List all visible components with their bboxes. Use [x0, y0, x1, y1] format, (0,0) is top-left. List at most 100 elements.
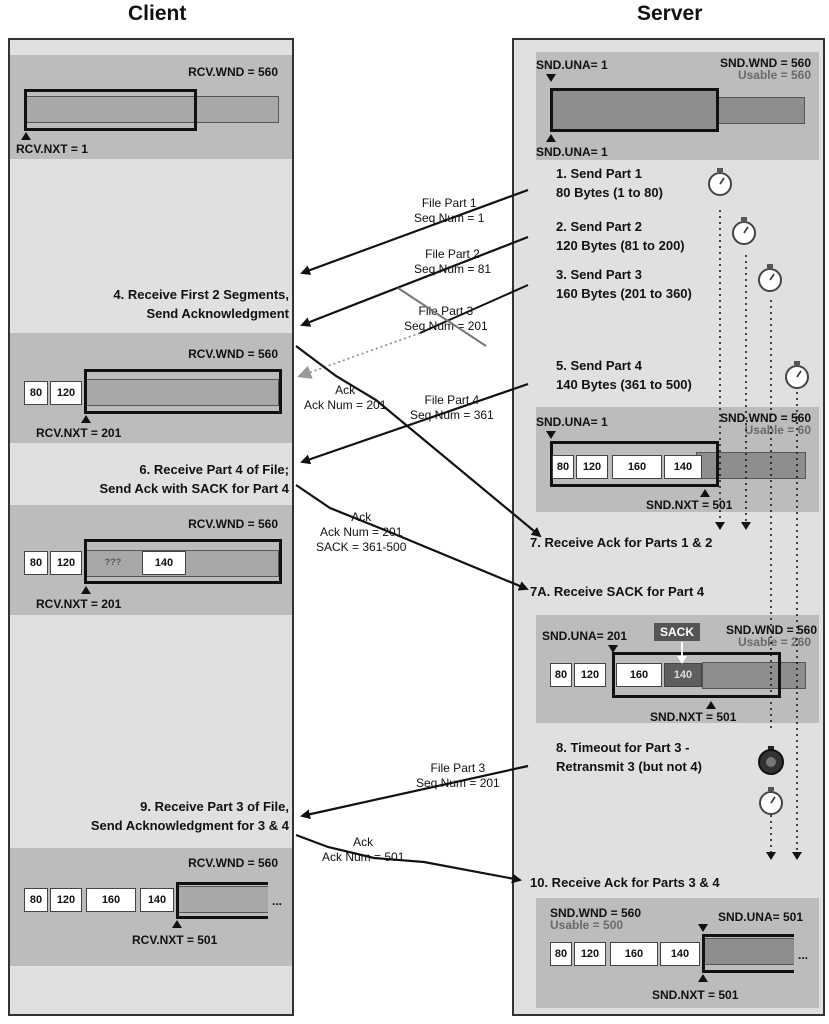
rcv-wnd-label: RCV.WND = 560 — [188, 347, 278, 361]
snd-wnd-label: SND.WND = 560 — [550, 906, 642, 920]
client-step-9: 9. Receive Part 3 of File, Send Acknowle… — [90, 799, 289, 833]
arrow-ack-sack — [295, 484, 529, 591]
segment-cell: 140 — [142, 551, 186, 575]
snd-una-label: SND.UNA= 1 — [536, 58, 608, 72]
receive-window-frame — [24, 89, 197, 131]
message-file-part-3-retransmit: File Part 3 Seq Num = 201 — [416, 761, 500, 790]
server-step-5: 5. Send Part 4 140 Bytes (361 to 500) — [556, 358, 692, 392]
usable-label: Usable = 560 — [737, 68, 811, 82]
client-step-4: 4. Receive First 2 Segments, Send Acknow… — [113, 287, 289, 321]
rcv-nxt-label: RCV.NXT = 201 — [36, 597, 122, 611]
snd-nxt-label: SND.NXT = 501 — [646, 498, 733, 512]
rcv-nxt-pointer — [21, 132, 31, 140]
rcv-wnd-label: RCV.WND = 560 — [188, 65, 278, 79]
arrow-part-4 — [300, 382, 529, 465]
rcv-nxt-label: RCV.NXT = 201 — [36, 426, 122, 440]
segment-cell: 80 — [24, 381, 48, 405]
message-file-part-1: File Part 1 Seq Num = 1 — [414, 196, 485, 225]
arrow-part-1 — [300, 188, 529, 275]
segment-cell: 80 — [550, 942, 572, 966]
snd-nxt-pointer — [700, 489, 710, 497]
ellipsis: ... — [272, 894, 283, 908]
rcv-wnd-label: RCV.WND = 560 — [188, 517, 278, 531]
server-step-10: 10. Receive Ack for Parts 3 & 4 — [530, 875, 720, 890]
segment-cell: 80 — [24, 551, 48, 575]
segment-cell: 120 — [574, 663, 606, 687]
snd-nxt-pointer — [698, 974, 708, 982]
receive-window-frame-top — [176, 882, 268, 885]
rcv-nxt-label: RCV.NXT = 501 — [132, 933, 218, 947]
snd-nxt-label: SND.NXT = 501 — [650, 710, 737, 724]
snd-una-pointer — [698, 924, 708, 932]
client-header: Client — [128, 2, 187, 25]
server-header: Server — [637, 2, 703, 25]
server-window-panel-2: SND.UNA= 1 SND.WND = 560 Usable = 60 80 … — [536, 407, 819, 512]
send-buffer-bar — [696, 452, 806, 479]
server-step-1: 1. Send Part 1 80 Bytes (1 to 80) — [556, 166, 663, 200]
rcv-nxt-pointer — [172, 920, 182, 928]
client-step-6: 6. Receive Part 4 of File; Send Ack with… — [99, 462, 290, 496]
rcv-nxt-pointer — [81, 586, 91, 594]
snd-una-pointer — [546, 431, 556, 439]
lost-cross — [397, 287, 487, 347]
receive-buffer-bar — [24, 96, 279, 123]
receive-window-frame — [84, 539, 282, 584]
arrow-part-2 — [300, 235, 529, 327]
segment-cell: 160 — [86, 888, 136, 912]
client-window-panel-3: RCV.WND = 560 80 120 ??? 140 RCV.NXT = 2… — [10, 505, 292, 615]
stopwatch-icon — [758, 264, 782, 292]
arrow-part-3-retransmit — [300, 764, 529, 820]
snd-nxt-pointer — [706, 701, 716, 709]
timer-line-2-arrow — [741, 522, 751, 530]
send-window-frame-bottom — [702, 970, 794, 973]
snd-una-label: SND.UNA= 201 — [542, 629, 628, 643]
segment-cell: 120 — [574, 942, 606, 966]
server-window-panel-4: SND.WND = 560 Usable = 500 SND.UNA= 501 … — [536, 898, 819, 1008]
rcv-nxt-pointer — [81, 415, 91, 423]
send-window-frame — [550, 88, 719, 132]
ellipsis: ... — [798, 948, 809, 962]
receive-buffer-bar — [84, 379, 279, 406]
send-window-frame-top — [702, 934, 794, 937]
arrow-part-3-lost-dotted — [297, 332, 421, 379]
segment-cell: 160 — [610, 942, 658, 966]
snd-una-pointer — [546, 134, 556, 142]
segment-cell: 120 — [576, 455, 608, 479]
timer-line-5-arrow — [766, 852, 776, 860]
receive-buffer-bar — [176, 886, 268, 913]
usable-label: Usable = 500 — [550, 918, 624, 932]
snd-nxt-label: SND.NXT = 501 — [652, 988, 739, 1002]
sack-pointer-head — [677, 656, 687, 664]
receive-window-frame-bottom — [176, 916, 268, 919]
server-step-7a: 7A. Receive SACK for Part 4 — [530, 584, 705, 599]
arrow-ack-501 — [295, 833, 522, 884]
segment-cell: 140 — [660, 942, 700, 966]
receive-window-frame — [84, 369, 282, 414]
sacked-segment-cell: 140 — [664, 663, 702, 687]
stopwatch-icon — [708, 168, 732, 196]
arrow-ack-201 — [295, 345, 542, 538]
segment-cell: 80 — [24, 888, 48, 912]
segment-cell: 160 — [616, 663, 662, 687]
missing-segment-cell: ??? — [104, 557, 122, 567]
snd-una-pointer — [608, 645, 618, 653]
client-window-panel-2: RCV.WND = 560 80 120 RCV.NXT = 201 — [10, 333, 292, 443]
receive-window-frame-left — [176, 882, 179, 919]
client-window-panel-4: RCV.WND = 560 80 120 160 140 ... RCV.NXT… — [10, 848, 292, 966]
snd-wnd-label: SND.WND = 560 — [719, 56, 811, 70]
usable-label: Usable = 260 — [737, 635, 811, 649]
stopwatch-expired-icon — [758, 746, 784, 775]
segment-cell: 140 — [664, 455, 702, 479]
segment-cell: 140 — [140, 888, 174, 912]
stopwatch-icon — [759, 787, 783, 815]
server-step-8: 8. Timeout for Part 3 - Retransmit 3 (bu… — [556, 740, 702, 774]
client-window-panel-1: RCV.WND = 560 RCV.NXT = 1 — [10, 55, 292, 159]
send-buffer-bar — [702, 662, 806, 689]
send-window-frame — [550, 441, 719, 487]
snd-una-pointer — [546, 74, 556, 82]
server-step-3: 3. Send Part 3 160 Bytes (201 to 360) — [556, 267, 692, 301]
message-ack-sack: Ack Ack Num = 201 SACK = 361-500 — [316, 510, 407, 554]
segment-cell: 160 — [612, 455, 662, 479]
rcv-wnd-label: RCV.WND = 560 — [188, 856, 278, 870]
server-window-panel-3: SND.UNA= 201 SACK SND.WND = 560 Usable =… — [536, 615, 819, 724]
